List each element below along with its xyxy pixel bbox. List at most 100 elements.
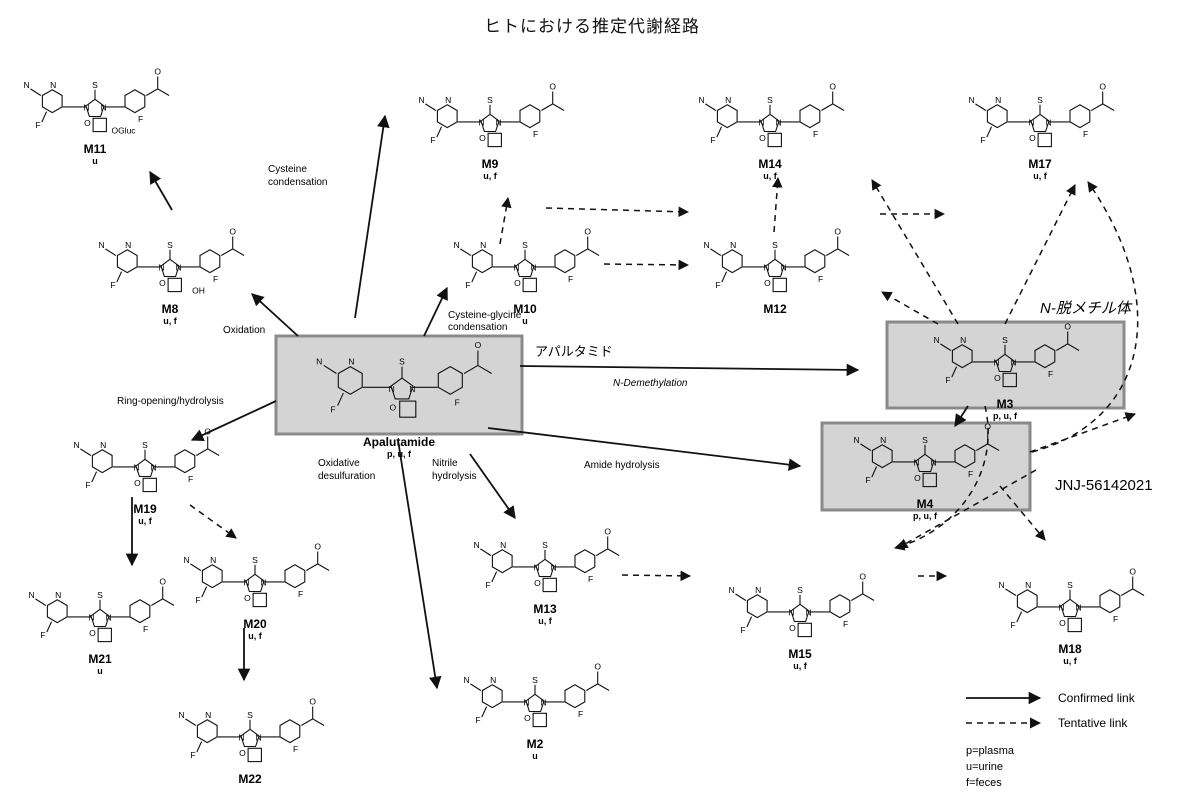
oxygen-label: O bbox=[1029, 133, 1036, 143]
nitrile-nitrogen-label: N bbox=[934, 335, 940, 345]
fluorine-label: F bbox=[568, 274, 573, 284]
nitrogen-label: N bbox=[100, 103, 106, 113]
m3-label: M3 bbox=[997, 397, 1014, 411]
nitrogen-label: N bbox=[133, 463, 139, 473]
pyridine-nitrogen-label: N bbox=[995, 95, 1001, 105]
sulfur-label: S bbox=[532, 675, 538, 685]
nitrogen-label: N bbox=[409, 384, 415, 394]
pyridine-nitrogen-label: N bbox=[490, 675, 496, 685]
sulfur-label: S bbox=[142, 440, 148, 450]
fluorine-label: F bbox=[298, 589, 303, 599]
nitrogen-label: N bbox=[993, 358, 999, 368]
reaction-cysteine-line2: condensation bbox=[268, 177, 328, 188]
m2-sources: u bbox=[532, 751, 538, 761]
sulfur-label: S bbox=[522, 240, 528, 250]
oxygen-label: O bbox=[829, 82, 836, 92]
confirmed-arrow bbox=[149, 170, 173, 211]
pyridine-nitrogen-label: N bbox=[125, 240, 131, 250]
tentative-arrow bbox=[603, 259, 690, 271]
oxygen-label: O bbox=[1129, 567, 1136, 577]
fluorine-label: F bbox=[85, 480, 90, 490]
pyridine-nitrogen-label: N bbox=[480, 240, 486, 250]
nitrile-nitrogen-label: N bbox=[179, 710, 185, 720]
m21-sources: u bbox=[97, 666, 103, 676]
m17-label: M17 bbox=[1028, 157, 1052, 171]
nitrile-nitrogen-label: N bbox=[854, 435, 860, 445]
sulfur-label: S bbox=[772, 240, 778, 250]
m19-sources: u, f bbox=[138, 516, 152, 526]
confirmed-arrow bbox=[469, 453, 516, 520]
m19-label: M19 bbox=[133, 502, 157, 516]
oxygen-label: O bbox=[229, 227, 236, 237]
oxygen-label: O bbox=[584, 227, 591, 237]
fluorine-label: F bbox=[455, 398, 460, 408]
pyridine-nitrogen-label: N bbox=[205, 710, 211, 720]
nitrogen-label: N bbox=[1028, 118, 1034, 128]
fluorine-label: F bbox=[190, 750, 195, 760]
tentative-arrow bbox=[881, 291, 939, 325]
oxygen-label: O bbox=[534, 578, 541, 588]
m14-sources: u, f bbox=[763, 171, 777, 181]
m4-box bbox=[820, 421, 1032, 512]
fluorine-label: F bbox=[968, 469, 973, 479]
pyridine-nitrogen-label: N bbox=[50, 80, 56, 90]
oxygen-label: O bbox=[389, 402, 396, 412]
tentative-arrow bbox=[1031, 181, 1139, 453]
oxygen-label: O bbox=[549, 82, 556, 92]
oxygen-label: O bbox=[309, 697, 316, 707]
fluorine-label: F bbox=[485, 580, 490, 590]
oxygen-label: O bbox=[314, 542, 321, 552]
confirmed-arrow bbox=[519, 363, 860, 377]
reaction-cysteine: Cysteine condensation bbox=[268, 164, 328, 188]
fluorine-label: F bbox=[1113, 614, 1118, 624]
pyridine-nitrogen-label: N bbox=[725, 95, 731, 105]
tentative-arrow bbox=[499, 196, 512, 245]
nitrogen-label: N bbox=[105, 613, 111, 623]
reaction-oxidation: Oxidation bbox=[223, 325, 265, 336]
apalutamide-sources: p, u, f bbox=[387, 449, 412, 459]
m13-label: M13 bbox=[533, 602, 557, 616]
legend-key-feces: f=feces bbox=[966, 777, 1002, 789]
fluorine-label: F bbox=[715, 280, 720, 290]
nitrogen-label: N bbox=[788, 608, 794, 618]
pyridine-nitrogen-label: N bbox=[348, 356, 354, 366]
nitrile-nitrogen-label: N bbox=[969, 95, 975, 105]
nitrogen-label: N bbox=[243, 578, 249, 588]
m14-label: M14 bbox=[758, 157, 782, 171]
m4-label: M4 bbox=[917, 497, 934, 511]
nitrogen-label: N bbox=[495, 118, 501, 128]
nitrogen-label: N bbox=[1010, 358, 1016, 368]
m2-label: M2 bbox=[527, 737, 544, 751]
nitrile-nitrogen-label: N bbox=[729, 585, 735, 595]
tentative-arrow bbox=[189, 504, 237, 539]
nitrogen-label: N bbox=[523, 698, 529, 708]
fluorine-label: F bbox=[1010, 620, 1015, 630]
nitrogen-label: N bbox=[913, 458, 919, 468]
sulfur-label: S bbox=[167, 240, 173, 250]
fluorine-label: F bbox=[588, 574, 593, 584]
legend-tentative-text: Tentative link bbox=[1058, 716, 1128, 730]
nitrogen-label: N bbox=[550, 563, 556, 573]
reaction-cg-line1: Cysteine-glycine bbox=[448, 310, 522, 321]
nitrile-nitrogen-label: N bbox=[699, 95, 705, 105]
oxygen-label: O bbox=[524, 713, 531, 723]
fluorine-label: F bbox=[330, 405, 335, 415]
m12-label: M12 bbox=[763, 302, 787, 316]
sulfur-label: S bbox=[1002, 335, 1008, 345]
oxygen-label: O bbox=[244, 593, 251, 603]
m4-sources: p, u, f bbox=[913, 511, 938, 521]
nitrogen-label: N bbox=[1075, 603, 1081, 613]
nitrogen-label: N bbox=[478, 118, 484, 128]
oxygen-label: O bbox=[1059, 618, 1066, 628]
m3-sources: p, u, f bbox=[993, 411, 1018, 421]
reaction-ring-opening: Ring-opening/hydrolysis bbox=[117, 396, 224, 407]
fluorine-label: F bbox=[475, 715, 480, 725]
